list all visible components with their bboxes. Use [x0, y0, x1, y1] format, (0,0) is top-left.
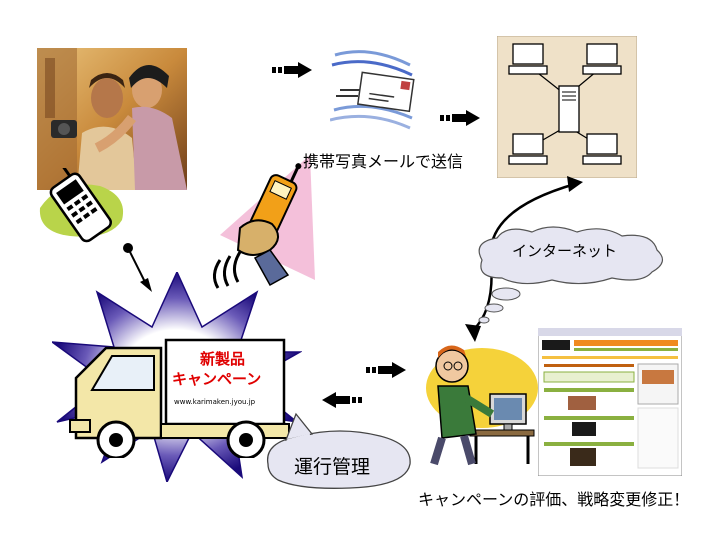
- arrow-right-icon: [440, 110, 480, 126]
- arrow-right-icon: [272, 62, 312, 78]
- operation-management-bubble: 運行管理: [260, 412, 420, 492]
- email-envelope-icon: [330, 40, 420, 130]
- truck-sign-url: www.karimaken.jyou.jp: [174, 398, 256, 406]
- operation-management-label: 運行管理: [294, 456, 371, 478]
- mobile-phone-illustration: [30, 168, 130, 244]
- send-by-photo-mail-label: 携帯写真メールで送信: [303, 152, 464, 171]
- server-network-diagram: [497, 36, 637, 178]
- truck-sign-line1: 新製品: [200, 350, 246, 368]
- campaign-evaluation-label: キャンペーンの評価、戦略変更修正！: [418, 490, 690, 509]
- internet-cloud: インターネット: [462, 222, 672, 332]
- arrow-right-icon: [366, 362, 406, 378]
- campaign-website-screenshot: [538, 328, 682, 476]
- couple-photo: [37, 48, 187, 190]
- person-at-computer-illustration: [420, 338, 540, 468]
- campaign-truck-burst: 新製品 キャンペーン www.karimaken.jyou.jp: [52, 272, 302, 482]
- hand-phone-illustration: [200, 150, 320, 290]
- arrow-down-icon: [118, 240, 158, 296]
- internet-label: インターネット: [512, 242, 618, 260]
- arrow-left-icon: [322, 392, 362, 408]
- truck-sign-line2: キャンペーン: [172, 370, 262, 388]
